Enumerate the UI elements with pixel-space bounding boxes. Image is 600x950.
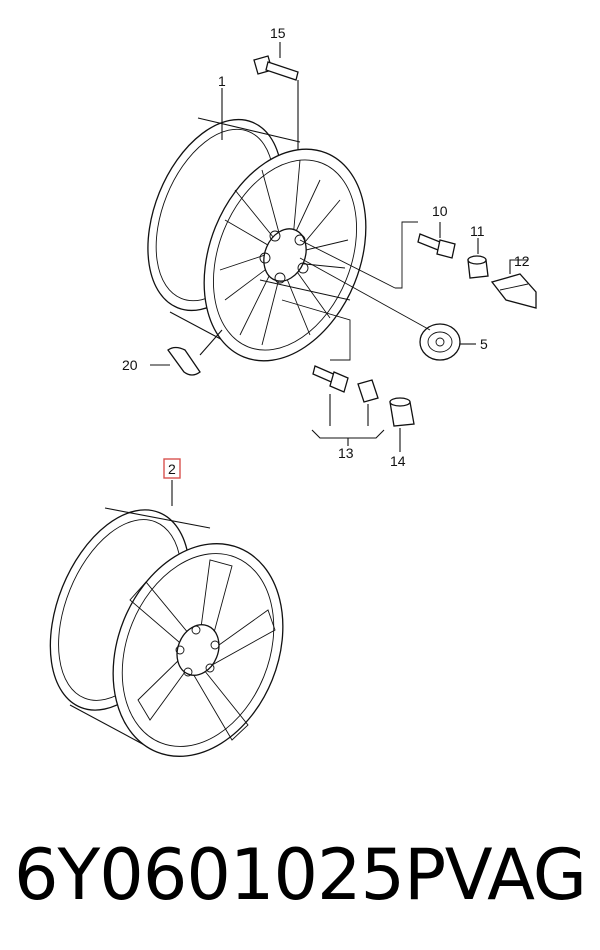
brand-name: VAG (444, 834, 587, 916)
callout-1: 1 (218, 73, 226, 89)
bolt-cap-part (467, 255, 489, 279)
wheel-bolt-part (417, 233, 456, 259)
lock-cap-part (389, 397, 415, 427)
callout-20: 20 (122, 357, 138, 373)
lock-adapter-part (357, 379, 379, 403)
cap-puller-part (490, 273, 537, 309)
callout-15: 15 (270, 25, 286, 41)
locking-bolt-part (312, 365, 349, 393)
lower-alloy-wheel (49, 507, 284, 757)
valve-stem-part (253, 55, 299, 81)
balance-weight-part (167, 346, 201, 376)
callout-5: 5 (480, 336, 488, 352)
callout-12: 12 (514, 253, 530, 269)
callout-14: 14 (390, 453, 406, 469)
hub-cap-part (419, 323, 461, 361)
part-number: 6Y0601025P (14, 834, 446, 916)
callout-13: 13 (338, 445, 354, 461)
callout-10: 10 (432, 203, 448, 219)
wheel-parts-diagram: 15 1 10 11 12 5 20 13 14 2 (49, 25, 537, 757)
upper-alloy-wheel (147, 117, 367, 362)
callout-2-highlight-box (163, 458, 181, 479)
callout-11: 11 (470, 223, 485, 239)
callout-2: 2 (168, 461, 176, 477)
footer: 6Y0601025P VAG (0, 820, 600, 930)
